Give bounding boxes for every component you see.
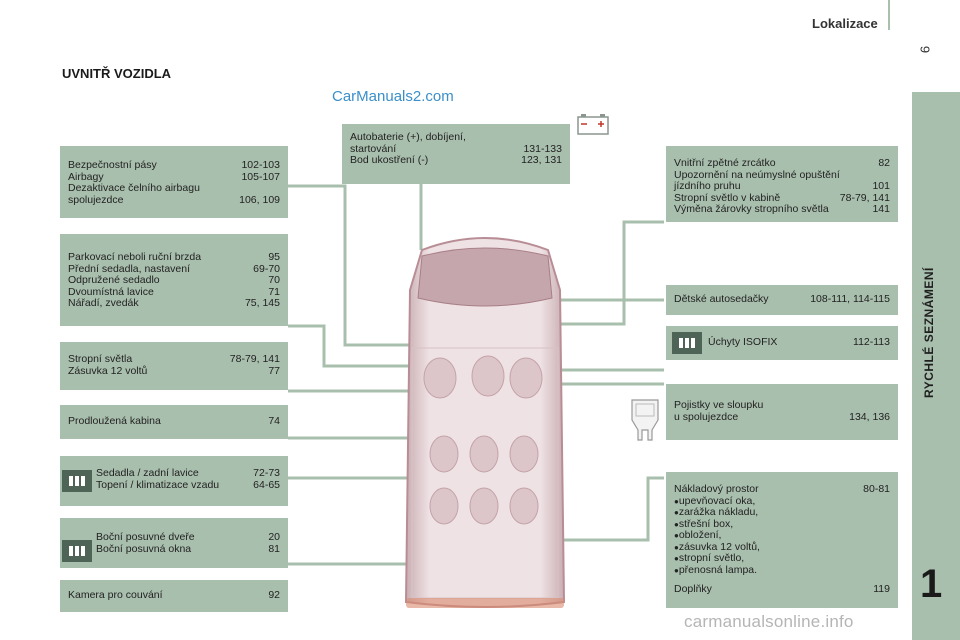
seat-icon [62,540,92,562]
cargo-bullet: zásuvka 12 voltů, [678,540,760,553]
battery-icon [577,114,609,135]
watermark-bottom[interactable]: carmanualsonline.info [684,612,854,631]
cargo-bullet: zarážka nákladu, [678,506,759,518]
connector-2 [288,324,450,368]
cargo-bullet: stropní světlo, [678,552,745,564]
isofix-icon [672,332,702,354]
connector-1 [288,184,470,347]
seat-icon [62,470,92,492]
header-title: Lokalizace [812,16,878,31]
watermark-top[interactable]: CarManuals2.com [332,88,454,105]
cargo-bullet: obložení, [678,529,722,541]
chapter-number: 1 [920,562,943,606]
van-top-view-illustration [404,237,566,608]
cargo-bullet: střešní box, [678,517,734,530]
cargo-bullet: upevňovací oka, [678,494,756,507]
chapter-sidebar [912,92,960,640]
cargo-bullet: přenosná lampa. [678,563,758,576]
section-title: UVNITŘ VOZIDLA [62,66,172,81]
connector-12 [548,476,664,542]
fuse-icon [631,399,659,441]
header-divider [888,0,890,30]
